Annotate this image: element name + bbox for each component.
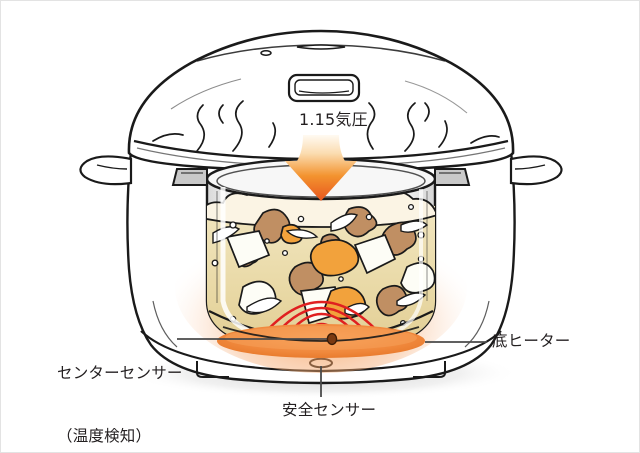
pot-side-lugs: [171, 168, 471, 186]
vegetable-sliver: [212, 213, 429, 316]
lid-handle: [287, 73, 361, 103]
safety-sensor-label: 安全センサー: [282, 401, 377, 419]
pressure-arrow: [285, 135, 357, 201]
center-sensor-label-line1: センターセンサー: [57, 364, 183, 382]
center-sensor-label: センターセンサー （温度検知）: [57, 321, 183, 452]
center-sensor-label-line2: （温度検知）: [57, 427, 152, 445]
center-sensor-dot: [326, 332, 338, 346]
steam-wisps: [152, 100, 500, 152]
bottom-heater-label: 底ヒーター: [492, 332, 571, 350]
leader-lines: [177, 338, 487, 397]
pressure-label: 1.15気圧: [299, 110, 368, 129]
inner-pot: [171, 157, 471, 355]
